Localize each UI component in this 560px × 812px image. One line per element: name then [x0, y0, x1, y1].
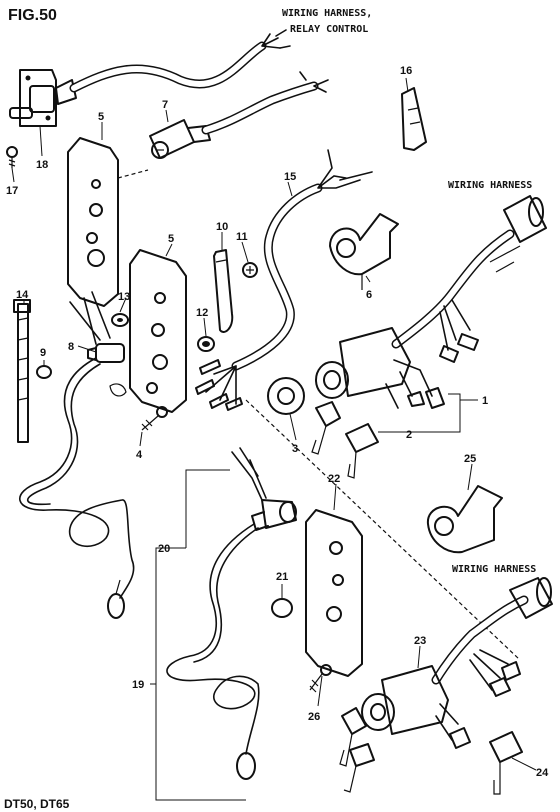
callout-9: 9: [40, 347, 46, 359]
harness-connector-lower: [509, 577, 553, 619]
callout-numbers: 1 2 3 4 5 5 6 7 8 9 10 11 12 13 14 15 16…: [6, 65, 549, 779]
part-25-bracket: [426, 485, 503, 554]
callout-15: 15: [284, 171, 296, 183]
part-12-nut: [197, 336, 215, 352]
bullet-connectors: [195, 359, 243, 411]
part-13-switch-cap: [111, 313, 129, 327]
callout-26: 26: [308, 711, 320, 723]
callout-12: 12: [196, 307, 208, 319]
callout-23: 23: [414, 635, 426, 647]
part-1-main-switch: [315, 327, 445, 409]
part-23-main-switch: [361, 665, 471, 749]
relay-harness-cable: [69, 29, 291, 93]
callout-13: 13: [118, 291, 130, 303]
relay-mount-plate: [19, 69, 57, 127]
switch-bezel: [315, 361, 349, 399]
part-16-clip: [401, 87, 427, 151]
callout-17: 17: [6, 185, 18, 197]
part-26-screw: [309, 664, 332, 693]
part-17-screw: [6, 146, 18, 168]
lanyard-cord: [19, 357, 135, 599]
switch-face: [151, 141, 169, 159]
callout-21: 21: [276, 571, 288, 583]
callout-18: 18: [36, 159, 48, 171]
part-14-cable-tie: [13, 299, 31, 443]
lanyard-clip: [107, 579, 125, 619]
callout-5-upper: 5: [98, 111, 104, 123]
callout-20: 20: [158, 543, 170, 555]
group-bracket-1: [378, 393, 461, 433]
relay-switch-body: [29, 85, 55, 113]
callout-10: 10: [216, 221, 228, 233]
callout-7: 7: [162, 99, 168, 111]
plate-hole: [45, 115, 51, 121]
figure-title: FIG.50: [8, 7, 57, 24]
part-20-stop-switch: [231, 447, 297, 531]
part-7-switch: [149, 119, 211, 159]
relay-harness-caption-line1: WIRING HARNESS,: [282, 8, 372, 19]
relay-connector: [55, 79, 77, 105]
part-5-panel-upper: [67, 137, 119, 307]
part-8-stop-switch: [69, 291, 127, 397]
callout-1: 1: [482, 395, 488, 407]
callout-14: 14: [16, 289, 29, 301]
callout-2: 2: [406, 429, 412, 441]
callout-25: 25: [464, 453, 476, 465]
relay-harness-caption-line2: RELAY CONTROL: [290, 24, 368, 35]
harness-spur-leads: [439, 299, 479, 363]
part-4-screw: [141, 406, 168, 431]
leader-lines: [11, 77, 537, 771]
relay-toggle-knob: [9, 107, 33, 119]
part-10-ground-strap: [213, 249, 234, 333]
part-9-grommet: [36, 365, 52, 379]
callout-3: 3: [292, 443, 298, 455]
part-11-bolt: [242, 262, 258, 278]
callout-4: 4: [136, 449, 143, 461]
group-bracket-19: [155, 684, 246, 801]
wiring-harness-lower-caption: WIRING HARNESS: [452, 564, 536, 575]
lanyard-clip-lower: [236, 752, 256, 780]
part-2-key-upper: [311, 401, 379, 479]
part-19-lanyard-cord: [166, 523, 260, 755]
callout-19: 19: [132, 679, 144, 691]
group-bracket-20: [185, 469, 230, 548]
callout-16: 16: [400, 65, 412, 77]
plate-hole: [25, 75, 31, 81]
callout-5-lower: 5: [168, 233, 174, 245]
part-5-panel-lower: [129, 249, 187, 413]
part-23-keys: [339, 707, 375, 793]
part-6-bracket: [329, 213, 399, 290]
part-22-plate: [305, 509, 363, 677]
callout-22: 22: [328, 473, 340, 485]
callout-24: 24: [536, 767, 549, 779]
wiring-harness-upper-caption: WIRING HARNESS: [448, 180, 532, 191]
part-21-plug: [271, 598, 293, 618]
part-24-key: [489, 731, 523, 795]
main-harness-lower: [431, 595, 529, 685]
harness-connector-upper: [489, 195, 547, 273]
callout-6: 6: [366, 289, 372, 301]
callout-11: 11: [236, 231, 248, 243]
part-3-bezel-ring: [267, 377, 305, 415]
model-footer: DT50, DT65: [4, 797, 70, 811]
part-18-relay-switch: [9, 69, 77, 127]
callout-8: 8: [68, 341, 74, 353]
